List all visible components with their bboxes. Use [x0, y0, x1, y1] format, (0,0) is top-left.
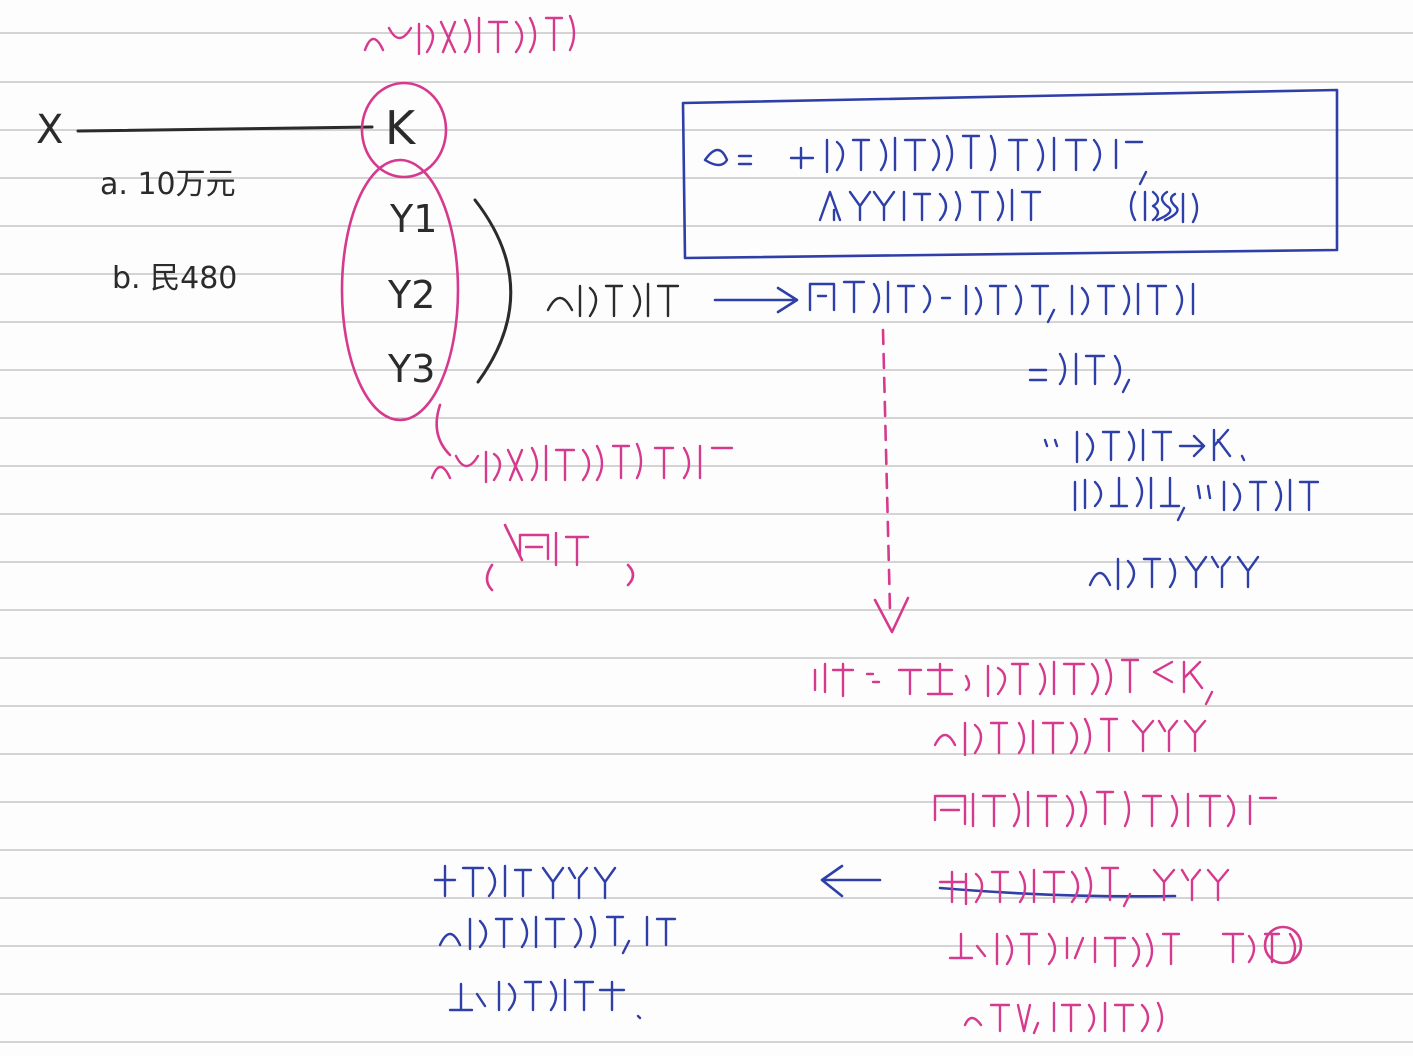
partner-label-2: Y2 — [388, 273, 436, 317]
creditor-label: X — [36, 107, 64, 153]
partner-label-1: Y1 — [390, 197, 438, 241]
partners-leader — [435, 403, 452, 457]
note-box — [681, 88, 1339, 260]
left-arrow — [820, 864, 882, 898]
dotted-connector-head — [873, 596, 910, 634]
blue-handwriting-marks — [433, 134, 1320, 1020]
partners-oval — [340, 158, 460, 422]
debtor-label: K — [385, 101, 416, 155]
dotted-connector — [881, 328, 892, 612]
creditor-debtor-line — [76, 125, 374, 133]
claim-a-label: a. 10万元 — [100, 167, 236, 202]
underline — [938, 886, 1177, 898]
pink-handwriting-marks — [363, 14, 1297, 1035]
partnership-bracket — [473, 198, 513, 384]
black-handwriting-marks — [546, 282, 680, 318]
right-arrow — [713, 286, 799, 314]
debtor-circle — [360, 81, 448, 179]
inherent-note-brackets — [485, 563, 635, 592]
claim-b-label: b. 民480 — [112, 261, 238, 296]
circled-glyph — [1263, 925, 1303, 965]
partner-label-3: Y3 — [388, 347, 436, 391]
